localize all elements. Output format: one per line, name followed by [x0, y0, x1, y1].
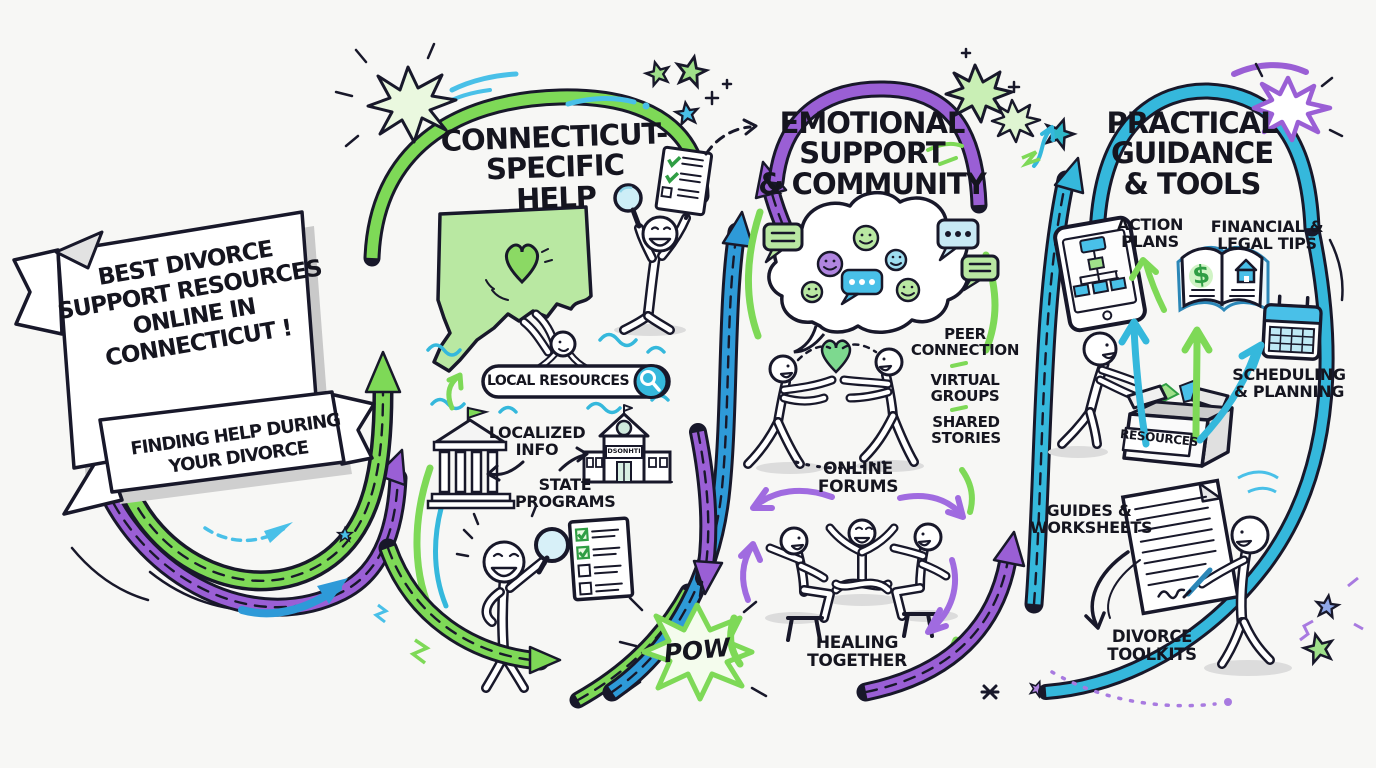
star-icon [642, 58, 673, 88]
unpacking-character [1048, 331, 1141, 458]
label-divorce-toolkits: DIVORCE TOOLKITS [1107, 627, 1197, 664]
label-shared-stories: SHARED STORIES [931, 413, 1001, 448]
label-online-forums: ONLINE FORUMS [817, 459, 899, 498]
chat-bubble-icon [840, 268, 884, 306]
chat-bubble-icon [936, 218, 980, 262]
star-icon [672, 52, 711, 89]
search-bar-icon [481, 364, 671, 399]
label-action-plans: ACTION PLANS [1116, 215, 1184, 252]
emoji-face-icon [800, 280, 824, 304]
emoji-face-icon [852, 224, 880, 252]
emoji-face-icon [816, 250, 844, 278]
dollar-icon: $ [1190, 259, 1212, 290]
checklist-icon [567, 516, 635, 602]
chat-bubble-icon [762, 222, 804, 264]
label-virtual-groups: VIRTUAL GROUPS [930, 371, 1000, 406]
open-book-icon [1176, 245, 1270, 313]
pointing-character [613, 183, 691, 336]
box-arrows [1118, 257, 1265, 448]
school-building-icon [581, 404, 673, 484]
signature-squiggle [1157, 588, 1186, 600]
section-practical [944, 47, 1364, 708]
purple-starburst-icon [1251, 62, 1344, 143]
search-bar-label: LOCAL RESOURCES [486, 373, 630, 389]
label-peer-connection: PEER CONNECTION [910, 325, 1020, 360]
bank-building-icon [426, 406, 516, 510]
walking-figures [743, 339, 924, 474]
floating-checklist-icon [654, 145, 714, 217]
pen-icon [1185, 567, 1213, 597]
search-button-icon [633, 364, 669, 399]
circular-arrows-icon [738, 487, 966, 635]
label-scheduling-planning: SCHEDULING & PLANNING [1232, 365, 1346, 402]
section-title-practical: PRACTICAL GUIDANCE & TOOLS [1106, 106, 1278, 201]
title-banner [12, 210, 376, 516]
label-financial-legal-tips: FINANCIAL & LEGAL TIPS [1210, 217, 1324, 254]
tablet-flowchart-icon [1053, 215, 1147, 333]
section-title-connecticut: CONNECTICUT- SPECIFIC HELP [440, 116, 668, 217]
label-healing-together: HEALING TOGETHER [807, 633, 907, 672]
chat-bubble-icon [960, 254, 1000, 292]
green-starburst-icon [944, 47, 1042, 144]
label-state-programs: STATE PROGRAMS [515, 475, 616, 512]
label-guides-worksheets: GUIDES & WORKSHEETS [1030, 501, 1153, 538]
emoji-face-icon [895, 277, 921, 303]
support-circle-figures [765, 518, 958, 642]
magnifier-icon [534, 527, 570, 563]
section-title-emotional: EMOTIONAL SUPPORT & COMMUNITY [758, 106, 986, 201]
heart-icon [505, 243, 539, 285]
flow-arrows-left [70, 350, 431, 665]
section-connecticut [334, 42, 758, 693]
swimmer-character [519, 309, 592, 373]
speech-cloud-icon [767, 190, 970, 354]
dollar-glow [1189, 264, 1213, 288]
connecticut-map-icon [432, 205, 593, 373]
star-icon [1313, 592, 1341, 619]
emoji-face-icon [884, 248, 908, 272]
document-icon [1120, 478, 1240, 616]
resources-label-plate [1121, 426, 1194, 458]
cardboard-box-icon [1121, 378, 1234, 468]
school-sign-text: DSONHTI [607, 447, 641, 455]
green-starburst-icon [334, 42, 458, 148]
label-localized-info: LOCALIZED INFO [488, 423, 586, 460]
magnifier-icon [640, 370, 656, 386]
writing-character [1182, 515, 1292, 676]
magnifier-character [455, 504, 570, 693]
calendar-icon [1261, 294, 1323, 361]
